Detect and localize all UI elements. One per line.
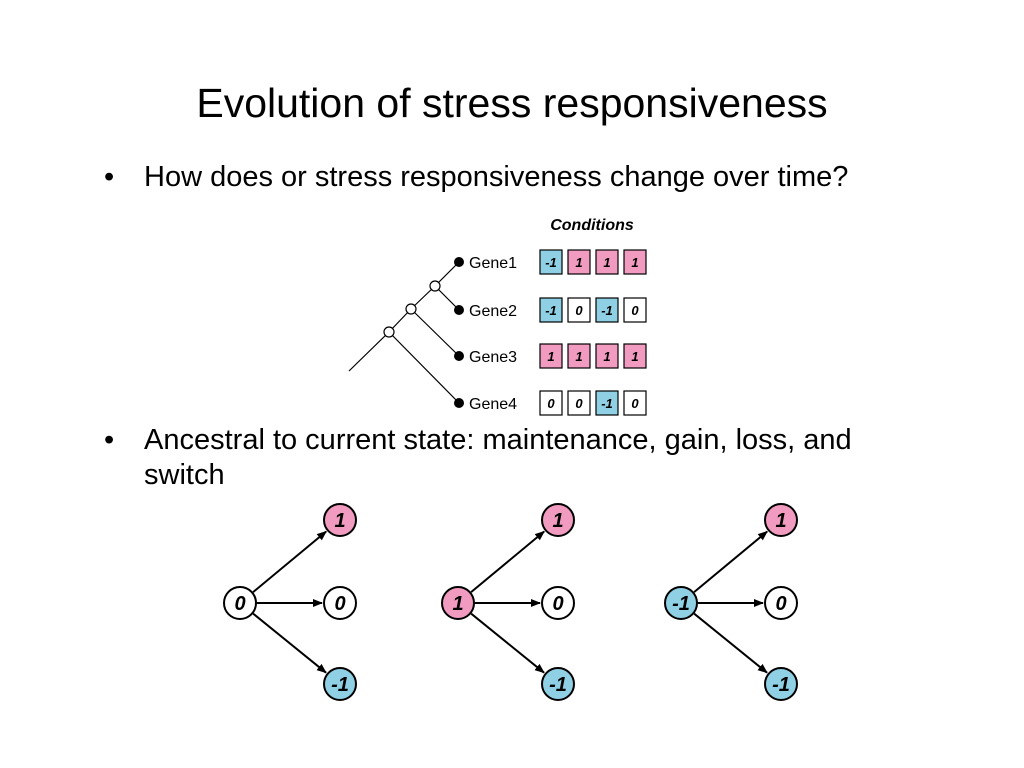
current-state-node: 1: [764, 503, 798, 537]
condition-value: 1: [631, 349, 638, 364]
leaf-node: [454, 257, 464, 267]
condition-cell: 1: [539, 343, 563, 369]
bullet-marker: •: [104, 161, 115, 193]
condition-value: 0: [631, 396, 639, 411]
condition-value: -1: [601, 303, 613, 318]
condition-value: 1: [547, 349, 554, 364]
ancestral-state-node: 1: [441, 586, 475, 620]
tree-branch: [388, 331, 460, 404]
state-value: 1: [775, 510, 786, 532]
conditions-label: Conditions: [550, 217, 634, 234]
transition-diagram: -1 1 0 -1: [664, 503, 798, 701]
current-state-node: 1: [541, 503, 575, 537]
transition-arrow: [470, 530, 545, 593]
ancestral-state-node: 0: [223, 586, 257, 620]
state-value: -1: [772, 674, 790, 696]
transition-diagram: 0 1 0 -1: [223, 503, 357, 701]
current-state-node: -1: [541, 667, 575, 701]
state-value: -1: [331, 674, 349, 696]
transition-diagram: 1 1 0 -1: [441, 503, 575, 701]
gene-row: Gene4 0 0 -1 0: [469, 390, 647, 416]
tree-branch: [434, 261, 460, 287]
condition-cell: 1: [567, 249, 591, 275]
current-state-node: 0: [541, 586, 575, 620]
current-state-node: 1: [323, 503, 357, 537]
state-value: 1: [552, 510, 563, 532]
transition-diagrams: 0 1 0 -1 1 1 0 -1 -1 1 0 -1: [223, 503, 798, 701]
condition-value: 0: [631, 303, 639, 318]
bullet-transitions: • Ancestral to current state: maintenanc…: [104, 423, 904, 493]
condition-cell: 0: [567, 390, 591, 416]
state-value: -1: [549, 674, 567, 696]
transition-arrow: [693, 530, 768, 593]
ancestral-state-node: -1: [664, 586, 698, 620]
state-value: 1: [334, 510, 345, 532]
gene-row: Gene3 1 1 1 1: [469, 343, 647, 369]
gene-label: Gene2: [469, 303, 517, 320]
condition-cell: 1: [623, 343, 647, 369]
transition-arrow: [252, 612, 327, 674]
transition-arrow: [252, 530, 327, 593]
state-value: 1: [452, 593, 463, 615]
condition-value: 0: [575, 396, 583, 411]
condition-value: -1: [545, 255, 557, 270]
condition-cell: -1: [539, 297, 563, 323]
state-value: 0: [234, 593, 245, 615]
slide-title: Evolution of stress responsiveness: [196, 80, 828, 126]
condition-cell: 0: [539, 390, 563, 416]
gene-label: Gene3: [469, 349, 517, 366]
ancestral-node: [405, 303, 417, 315]
condition-value: 1: [603, 349, 610, 364]
current-state-node: 0: [323, 586, 357, 620]
current-state-node: -1: [764, 667, 798, 701]
condition-cell: 0: [567, 297, 591, 323]
condition-cell: 1: [567, 343, 591, 369]
bullet-text: How does or stress responsiveness change…: [144, 161, 849, 193]
condition-value: -1: [601, 396, 613, 411]
condition-cell: 0: [623, 297, 647, 323]
gene-label: Gene1: [469, 255, 517, 272]
leaf-node: [454, 398, 464, 408]
condition-cell: -1: [539, 249, 563, 275]
bullet-question: • How does or stress responsiveness chan…: [104, 160, 904, 195]
ancestral-node: [429, 280, 441, 292]
tree-branch: [348, 331, 390, 372]
condition-value: 1: [631, 255, 638, 270]
bullet-marker: •: [104, 424, 115, 456]
condition-value: 1: [575, 349, 582, 364]
transition-arrow: [693, 612, 768, 674]
condition-value: -1: [545, 303, 557, 318]
condition-cell: 1: [595, 343, 619, 369]
condition-value: 0: [547, 396, 555, 411]
state-value: 0: [334, 593, 345, 615]
condition-cell: -1: [595, 390, 619, 416]
tree-branch: [434, 285, 460, 311]
condition-value: 1: [603, 255, 610, 270]
tree-branch: [410, 308, 460, 357]
state-value: -1: [672, 593, 690, 615]
condition-value: 1: [575, 255, 582, 270]
ancestral-node: [383, 326, 395, 338]
condition-value: 0: [575, 303, 583, 318]
state-value: 0: [552, 593, 563, 615]
condition-cell: 0: [623, 390, 647, 416]
bullet-text: Ancestral to current state: maintenance,…: [144, 424, 852, 491]
gene-row: Gene2 -1 0 -1 0: [469, 297, 647, 323]
gene-row: Gene1 -1 1 1 1: [469, 249, 647, 275]
current-state-node: -1: [323, 667, 357, 701]
condition-cell: 1: [595, 249, 619, 275]
condition-cell: 1: [623, 249, 647, 275]
leaf-node: [454, 351, 464, 361]
state-value: 0: [775, 593, 786, 615]
gene-label: Gene4: [469, 396, 517, 413]
condition-cell: -1: [595, 297, 619, 323]
leaf-node: [454, 305, 464, 315]
current-state-node: 0: [764, 586, 798, 620]
transition-arrow: [470, 612, 545, 674]
